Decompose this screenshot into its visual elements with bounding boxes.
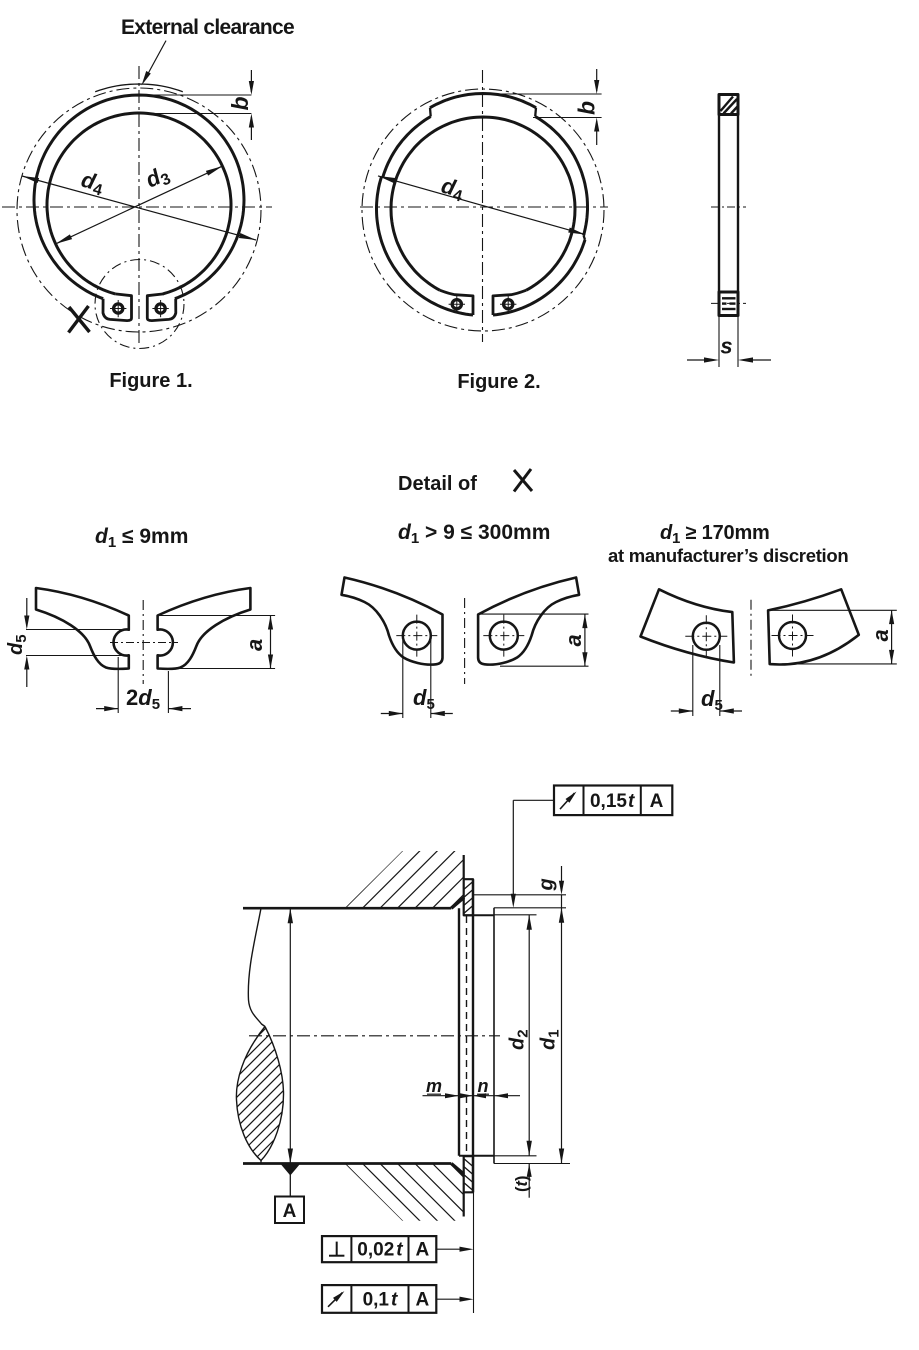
svg-text:s: s	[720, 334, 732, 359]
svg-text:d1: d1	[538, 1029, 563, 1050]
svg-text:a: a	[868, 629, 893, 641]
svg-text:b: b	[227, 96, 253, 110]
svg-text:A: A	[416, 1240, 430, 1261]
svg-text:d4: d4	[438, 173, 467, 206]
svg-text:0,1t: 0,1t	[363, 1289, 398, 1310]
svg-text:d2: d2	[507, 1029, 532, 1050]
svg-text:a: a	[242, 639, 267, 651]
svg-text:d5: d5	[413, 685, 435, 713]
svg-text:m: m	[426, 1076, 442, 1096]
svg-text:d1 ≤ 9mm: d1 ≤ 9mm	[95, 525, 188, 551]
svg-text:d1 ≥ 170mm: d1 ≥ 170mm	[660, 522, 770, 547]
svg-text:d5: d5	[701, 686, 723, 714]
svg-text:g: g	[536, 878, 558, 891]
svg-text:at manufacturer’s discretion: at manufacturer’s discretion	[608, 545, 848, 566]
svg-text:d1 > 9 ≤ 300mm: d1 > 9 ≤ 300mm	[398, 521, 550, 547]
svg-text:0,15t: 0,15t	[590, 791, 635, 812]
svg-text:(t): (t)	[513, 1176, 531, 1193]
svg-text:0,02t: 0,02t	[357, 1240, 403, 1261]
svg-text:Detail of: Detail of	[398, 473, 477, 495]
svg-text:d5: d5	[5, 634, 30, 655]
svg-text:Figure 1.: Figure 1.	[109, 370, 192, 392]
svg-text:A: A	[283, 1201, 297, 1222]
svg-text:A: A	[650, 791, 664, 812]
svg-text:A: A	[416, 1289, 430, 1310]
svg-text:n: n	[478, 1076, 489, 1096]
svg-text:Figure 2.: Figure 2.	[457, 371, 540, 393]
svg-text:b: b	[574, 101, 600, 115]
svg-text:d4: d4	[78, 167, 107, 200]
svg-text:External clearance: External clearance	[121, 16, 294, 39]
svg-text:a: a	[561, 634, 586, 646]
